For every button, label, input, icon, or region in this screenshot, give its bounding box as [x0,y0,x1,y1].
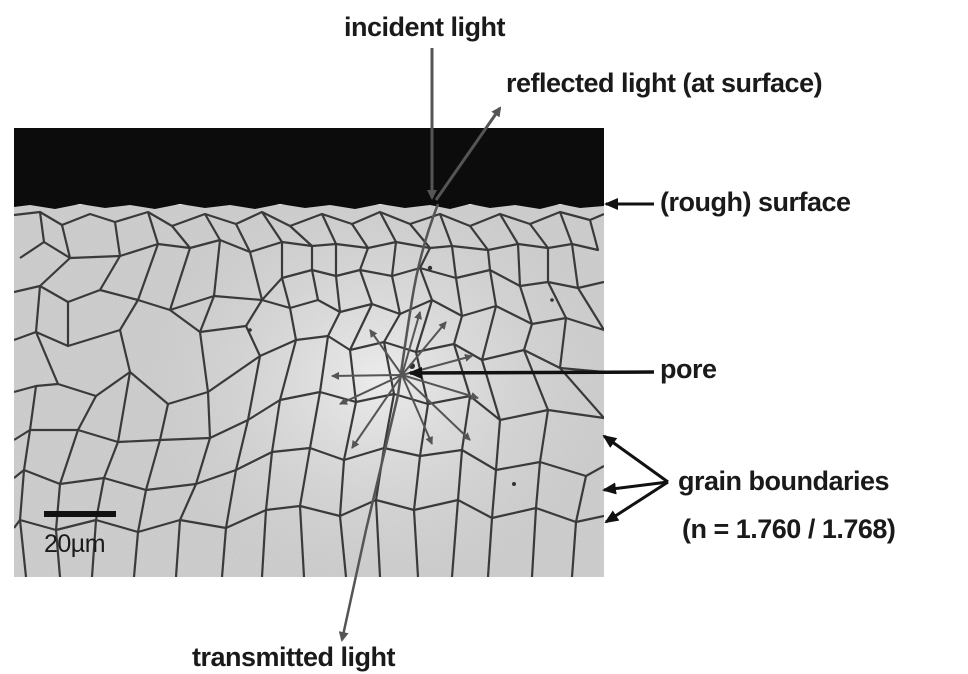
grain-boundaries-label: grain boundaries [678,468,889,495]
pore-arrow [410,372,654,373]
surface-band [14,128,604,209]
grain-index-label: (n = 1.760 / 1.768) [682,516,895,543]
transmitted-light-label: transmitted light [192,644,395,671]
scale-bar [44,511,116,517]
scale-bar-label: 20µm [44,532,105,557]
incident-light-label: incident light [344,14,505,41]
reflected-light-label: reflected light (at surface) [506,70,822,97]
pore-label: pore [660,356,717,383]
grain-boundary-arrows [604,436,668,522]
surface-label: (rough) surface [660,189,851,216]
